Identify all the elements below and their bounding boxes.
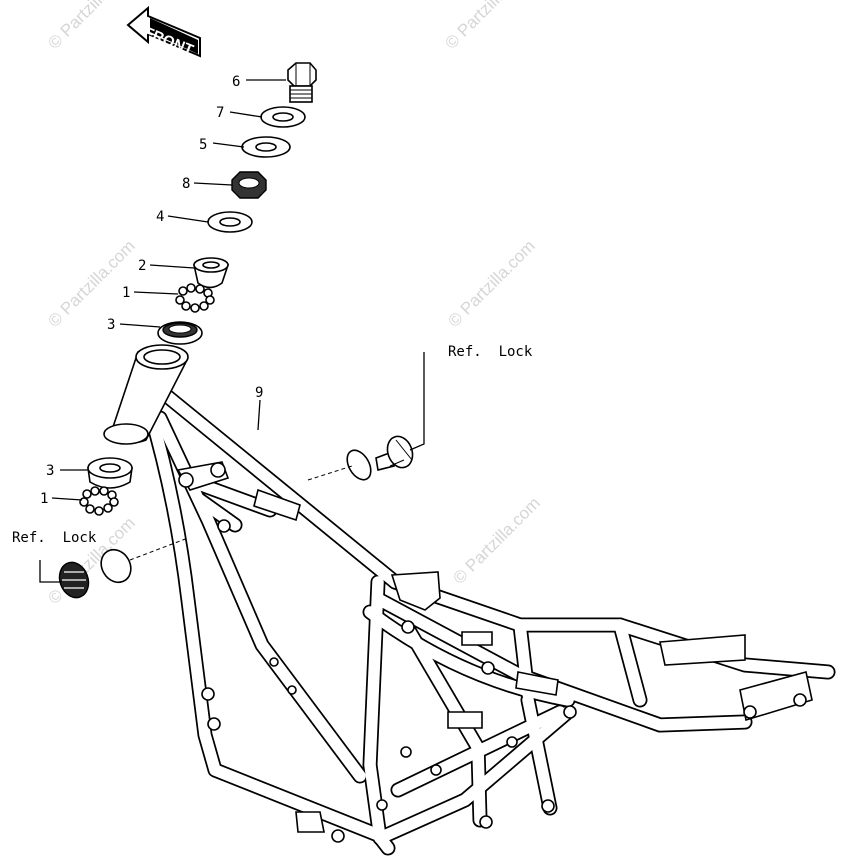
ref-lock-label-left: Ref. Lock [12, 530, 97, 546]
watermark-mid-right: © Partzilla.com [444, 236, 538, 330]
callout-9: 9 [255, 385, 263, 401]
lower-steering-bearing-parts [79, 457, 133, 516]
steering-lock-right [346, 435, 414, 481]
callout-labels: 6 7 5 8 4 2 1 3 9 3 1 Ref. Lock Ref. Loc… [12, 74, 533, 546]
callout-4: 4 [156, 209, 164, 225]
callout-2: 2 [138, 258, 146, 274]
watermark-low-right: © Partzilla.com [449, 493, 543, 587]
part-8-stem-nut [231, 171, 267, 199]
frame-tube-fills [144, 386, 834, 854]
part-3-outer-race-lower [87, 457, 133, 489]
part-6-stem-bolt [287, 62, 317, 103]
callout-1-lower: 1 [40, 491, 48, 507]
part-1-steel-balls-upper [175, 283, 215, 313]
callout-3-lower: 3 [46, 463, 54, 479]
steering-lock-left [58, 548, 132, 599]
ref-lock-label-right: Ref. Lock [448, 344, 533, 360]
part-4-washer [207, 211, 253, 233]
frame-tubes [103, 344, 836, 856]
part-9-frame-head-pipe [103, 344, 189, 445]
callout-8: 8 [182, 176, 190, 192]
watermark-top-left: © Partzilla.com [44, 0, 138, 53]
part-7-washer [260, 106, 306, 128]
callout-7: 7 [216, 105, 224, 121]
callout-3-upper: 3 [107, 317, 115, 333]
callout-6: 6 [232, 74, 240, 90]
callout-1-upper: 1 [122, 285, 130, 301]
frame-brackets [176, 461, 813, 843]
callout-5: 5 [199, 137, 207, 153]
part-5-washer [241, 136, 291, 158]
part-3-outer-race-upper [157, 321, 203, 345]
steering-stem-parts [157, 62, 317, 345]
part-1-steel-balls-lower [79, 486, 119, 516]
leader-lines [39, 79, 425, 583]
part-2-cone-race [193, 257, 230, 289]
watermark-top-right: © Partzilla.com [441, 0, 535, 53]
front-direction-arrow: FRONT [126, 5, 201, 59]
watermark-mid-left: © Partzilla.com [44, 236, 138, 330]
